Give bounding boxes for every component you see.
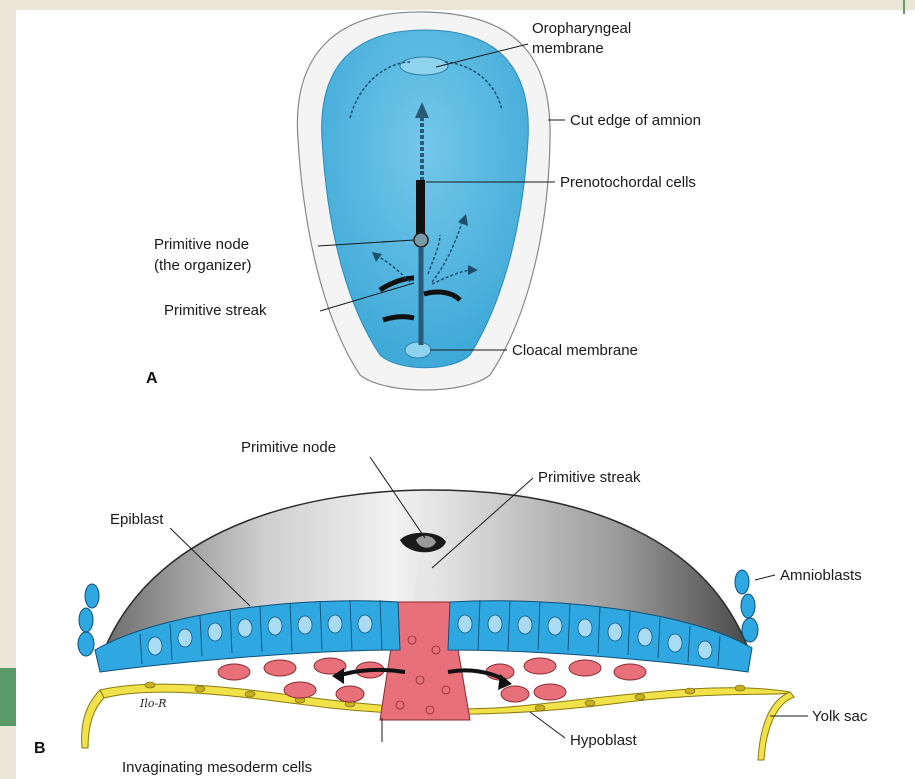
label-amnioblasts: Amnioblasts [780,567,862,584]
panel-b: Ilo-R Primitive node Primitive streak Ep… [34,439,868,776]
panel-a: Oropharyngeal membrane Cut edge of amnio… [146,12,701,390]
label-primitive-streak-b: Primitive streak [538,469,641,486]
amnioblast-chain-left [78,584,99,656]
label-cloacal-membrane: Cloacal membrane [512,342,638,359]
artist-signature: Ilo-R [139,697,167,710]
label-primitive-node-a-line1: Primitive node [154,236,249,253]
panel-letter-b: B [34,740,46,757]
label-oropharyngeal-line2: membrane [532,40,604,57]
label-yolk-sac: Yolk sac [812,708,868,725]
label-hypoblast: Hypoblast [570,732,638,749]
label-invaginating-mesoderm: Invaginating mesoderm cells [122,759,312,776]
label-primitive-streak-a: Primitive streak [164,302,267,319]
label-primitive-node-a-line2: (the organizer) [154,257,252,274]
cloacal-membrane [405,342,431,358]
panel-letter-a: A [146,370,158,387]
label-primitive-node-b: Primitive node [241,439,336,456]
label-cut-edge-amnion: Cut edge of amnion [570,112,701,129]
primitive-node-a [414,233,428,247]
label-prenotochordal-cells: Prenotochordal cells [560,174,696,191]
label-epiblast: Epiblast [110,511,164,528]
label-oropharyngeal-line1: Oropharyngeal [532,20,631,37]
